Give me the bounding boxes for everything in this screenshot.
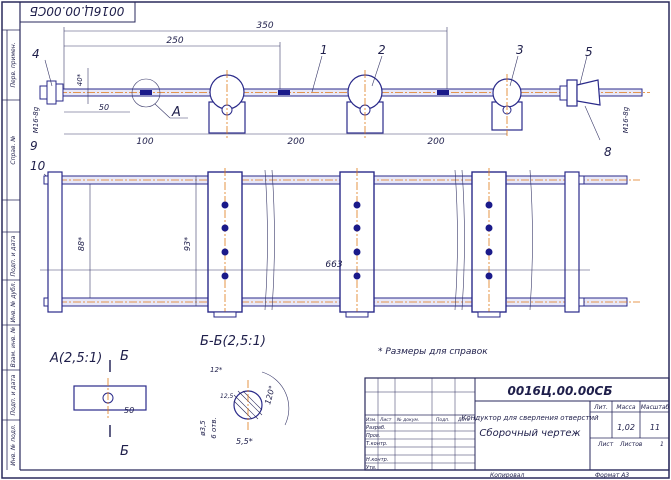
- callout-9: 9: [30, 139, 38, 153]
- row-prov: Пров.: [366, 433, 381, 439]
- rod-slot-b: [278, 90, 290, 95]
- dim-250-text: 250: [166, 36, 183, 46]
- scale-value: 11: [650, 423, 660, 432]
- sheet-label: Лист: [597, 441, 614, 448]
- section-a-mark-bottom: Б: [120, 444, 129, 459]
- dim-50-text: 50: [99, 103, 109, 112]
- dim-88-text: 88*: [77, 237, 86, 251]
- drill-plate-right: [471, 168, 507, 318]
- section-bb: Б-Б(2,5:1) 12* 12,5 120° ø3,5 6 отв. 5,5…: [199, 334, 290, 446]
- end-plate-right: [564, 171, 580, 313]
- strip-label-6: Подп. и дата: [10, 374, 17, 415]
- section-bb-dim-125: 12,5: [220, 393, 234, 400]
- row-list: Лист: [379, 417, 392, 423]
- row-date: Дата: [457, 417, 470, 423]
- dim-100-text: 100: [136, 137, 153, 147]
- title-code: 0016Ц.00.00СБ: [508, 384, 613, 398]
- top-view: 350 250 А: [30, 21, 650, 159]
- strip-label-4: Инв. № дубл.: [10, 281, 17, 322]
- sheets-label: Листов: [619, 441, 643, 448]
- title-block: 0016Ц.00.00СБ Кондуктор для сверления от…: [364, 377, 670, 471]
- col-mass: Масса: [616, 404, 635, 411]
- section-bb-dim-12: 12*: [210, 366, 223, 374]
- strip-label-5: Взам. инв. №: [10, 327, 17, 368]
- callout-1: 1: [320, 43, 328, 57]
- title-name-line2: Сборочный чертеж: [479, 427, 580, 439]
- section-bb-dim-55: 5,5*: [236, 437, 253, 446]
- wing-nut: [559, 79, 601, 107]
- row-nkontr: Н.контр.: [366, 457, 388, 463]
- clamp-middle: [346, 70, 384, 140]
- dim-93-text: 93*: [183, 237, 192, 251]
- stamp-code: 0016Ц.00.00СБ: [30, 4, 125, 18]
- section-a-mark-top: Б: [120, 349, 129, 364]
- strip-label-1: Перв. примен.: [10, 42, 17, 87]
- section-a: А(2,5:1) Б 50 Б: [49, 349, 147, 459]
- front-view: 10: [30, 159, 640, 318]
- format-label: Формат А3: [595, 472, 629, 479]
- callout-4: 4: [32, 47, 40, 61]
- dim-40-text: 40*: [76, 73, 84, 86]
- callout-3: 3: [516, 43, 524, 57]
- drill-plate-middle: [339, 168, 375, 318]
- section-bb-title: Б-Б(2,5:1): [200, 334, 266, 349]
- title-name-line1: Кондуктор для сверления отверстий: [461, 414, 599, 422]
- rod-slot-c: [437, 90, 449, 95]
- clamp-left: [208, 70, 246, 140]
- strip-label-2: Справ. №: [10, 135, 17, 164]
- section-a-dim: 50: [124, 406, 134, 415]
- dim-350-text: 350: [256, 21, 273, 31]
- callout-5: 5: [585, 45, 593, 59]
- rod-slot-a: [140, 90, 152, 95]
- row-izm: Изм.: [366, 417, 377, 423]
- callout-10: 10: [30, 159, 46, 173]
- callout-2: 2: [378, 43, 386, 57]
- clamp-right: [491, 74, 523, 136]
- section-bb-dim-6: 6 отв.: [210, 417, 218, 438]
- dim-663-text: 663: [325, 260, 342, 270]
- row-doc: № докум.: [396, 417, 419, 423]
- view-a-marker: А: [171, 105, 181, 120]
- side-strip: Перв. примен. Справ. № Подп. и дата Инв.…: [2, 29, 20, 470]
- row-tkontr: Т.контр.: [366, 441, 388, 447]
- section-bb-dim-120: 120°: [263, 385, 277, 406]
- strip-label-7: Инв. № подл.: [10, 424, 17, 465]
- dim-200a-text: 200: [287, 137, 304, 147]
- dim-m16-left: М16-8g: [32, 106, 40, 133]
- strip-label-3: Подп. и дата: [10, 235, 17, 276]
- section-a-title: А(2,5:1): [49, 351, 102, 366]
- stamp-box: [19, 1, 136, 23]
- row-utv: Утв.: [366, 465, 377, 471]
- dim-m16-right: М16-8g: [622, 106, 630, 133]
- callout-8: 8: [604, 145, 612, 159]
- row-podp: Подп.: [436, 417, 450, 423]
- section-bb-dim-35: ø3,5: [199, 420, 207, 437]
- end-plate-left: [47, 171, 63, 313]
- drill-plate-left: [207, 168, 243, 318]
- dim-200b-text: 200: [427, 137, 444, 147]
- reference-note: * Размеры для справок: [378, 347, 488, 357]
- col-lit: Лит.: [593, 404, 608, 411]
- detail-a-circle: [131, 78, 161, 108]
- col-scale: Масштаб: [641, 404, 670, 411]
- mass-value: 1,02: [617, 423, 635, 432]
- copied-label: Копировал: [490, 472, 524, 479]
- row-razrab: Разраб.: [366, 425, 386, 431]
- sheets-value: 1: [660, 441, 664, 448]
